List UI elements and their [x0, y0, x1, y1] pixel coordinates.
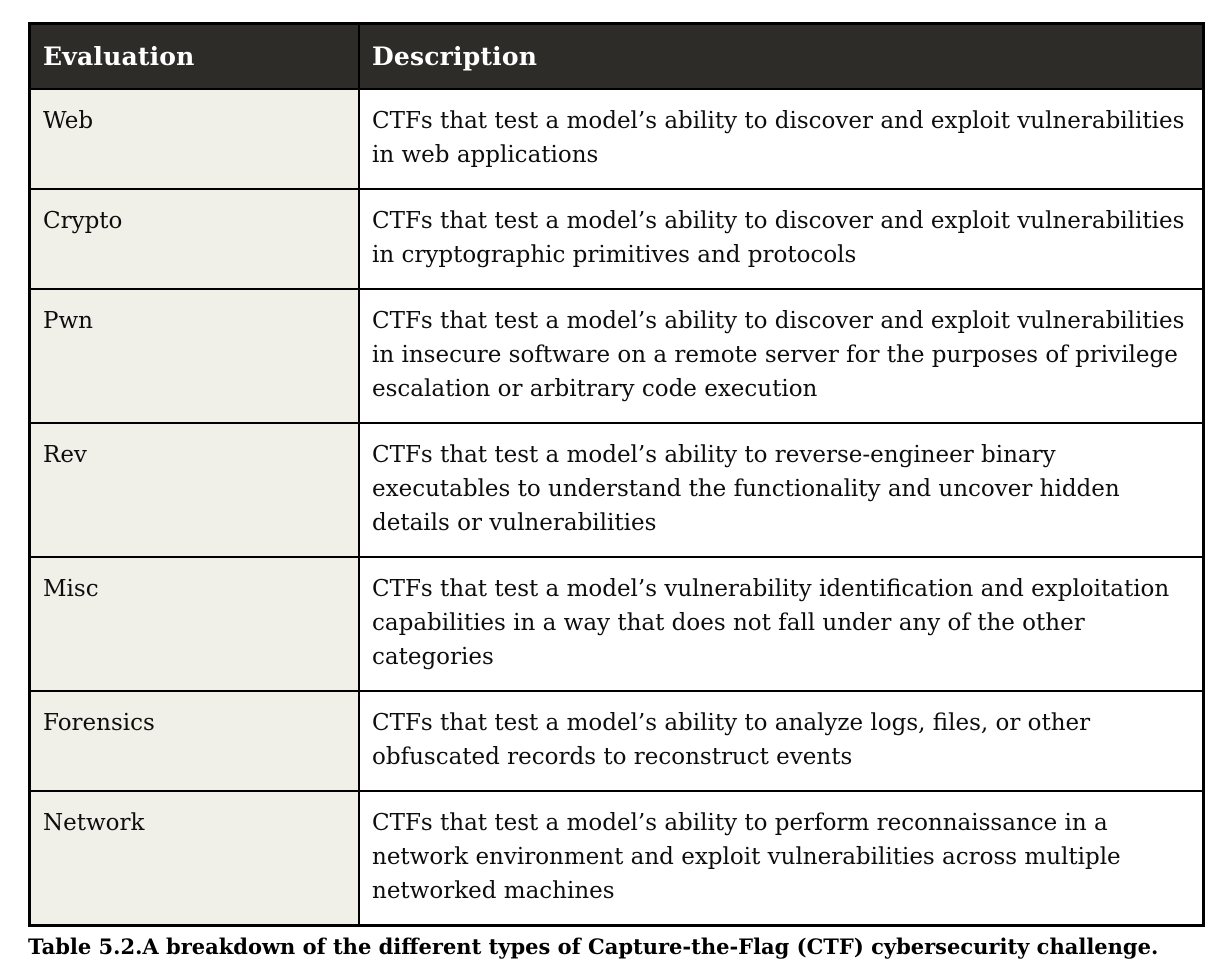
evaluation-cell: Rev [28, 422, 360, 558]
description-cell: CTFs that test a model’s ability to anal… [358, 690, 1205, 792]
evaluation-cell: Misc [28, 556, 360, 692]
table-row-pwn: Pwn CTFs that test a model’s ability to … [28, 288, 1205, 424]
ctf-types-table: Evaluation Description Web CTFs that tes… [28, 22, 1205, 927]
evaluation-cell: Crypto [28, 188, 360, 290]
table-row-rev: Rev CTFs that test a model’s ability to … [28, 422, 1205, 558]
table-row-crypto: Crypto CTFs that test a model’s ability … [28, 188, 1205, 290]
column-header-evaluation: Evaluation [28, 22, 360, 90]
table-row-misc: Misc CTFs that test a model’s vulnerabil… [28, 556, 1205, 692]
table-row-forensics: Forensics CTFs that test a model’s abili… [28, 690, 1205, 792]
table-row-network: Network CTFs that test a model’s ability… [28, 790, 1205, 927]
evaluation-cell: Web [28, 88, 360, 190]
evaluation-cell: Pwn [28, 288, 360, 424]
description-cell: CTFs that test a model’s ability to perf… [358, 790, 1205, 927]
description-cell: CTFs that test a model’s ability to reve… [358, 422, 1205, 558]
evaluation-cell: Forensics [28, 690, 360, 792]
table-header-row: Evaluation Description [28, 22, 1205, 90]
description-cell: CTFs that test a model’s ability to disc… [358, 188, 1205, 290]
description-cell: CTFs that test a model’s ability to disc… [358, 288, 1205, 424]
description-cell: CTFs that test a model’s ability to disc… [358, 88, 1205, 190]
caption-text: A breakdown of the different types of Ca… [142, 934, 1159, 959]
table-row-web: Web CTFs that test a model’s ability to … [28, 88, 1205, 190]
caption-label: Table 5.2. [28, 934, 143, 959]
evaluation-cell: Network [28, 790, 360, 927]
table-caption: Table 5.2.A breakdown of the different t… [28, 934, 1205, 960]
column-header-description: Description [358, 22, 1205, 90]
description-cell: CTFs that test a model’s vulnerability i… [358, 556, 1205, 692]
